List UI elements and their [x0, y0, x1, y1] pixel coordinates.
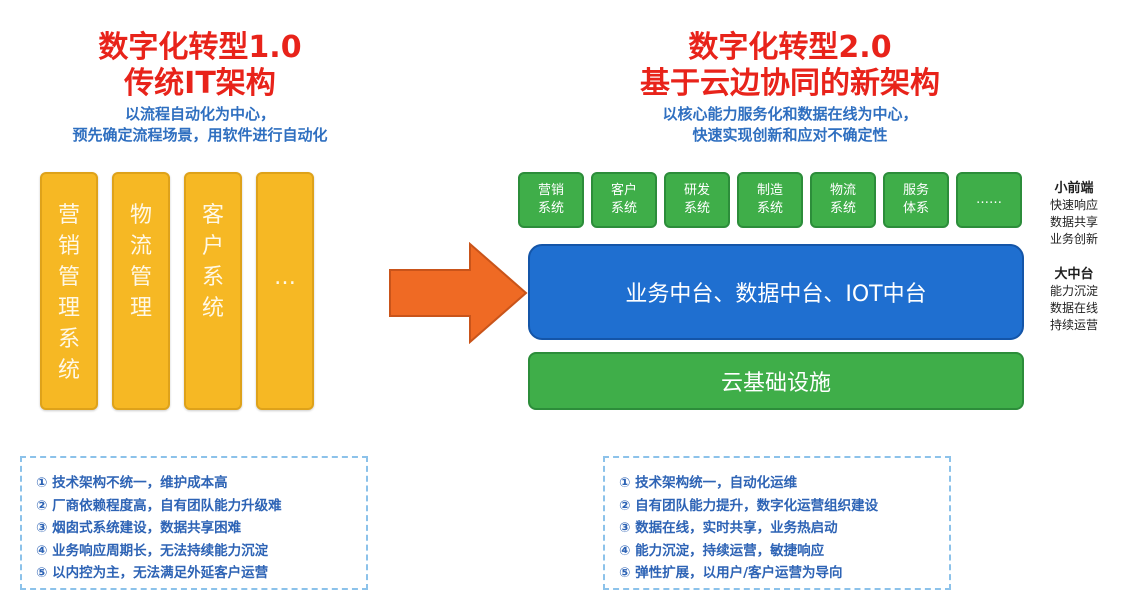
side-label-line: 持续运营 [1049, 318, 1098, 332]
front-system-label: 研发系统 [683, 183, 710, 216]
front-system-label: 营销系统 [537, 183, 564, 216]
right-subtitle-line2: 快速实现创新和应对不确定性 [692, 126, 888, 144]
side-label-title: 小前端 [1054, 181, 1094, 196]
front-system-label: 制造系统 [756, 183, 783, 216]
right-title-line1: 数字化转型2.0 [688, 30, 892, 65]
right-note-item: ④ 能力沉淀，持续运营，敏捷响应 [619, 542, 825, 559]
left-column-label: 营销管理系统 [57, 203, 80, 383]
left-note-item: ④ 业务响应周期长，无法持续能力沉淀 [36, 542, 269, 559]
cloud-infrastructure-label: 云基础设施 [720, 371, 831, 396]
left-column-customer: 客户系统 [184, 172, 242, 410]
front-system-manufacturing: 制造系统 [737, 172, 803, 228]
left-column-label: 客户系统 [201, 203, 224, 321]
left-note-item: ③ 烟囱式系统建设，数据共享困难 [36, 520, 242, 536]
right-note-item: ⑤ 弹性扩展，以用户/客户运营为导向 [619, 565, 843, 581]
left-column-more: … [256, 172, 314, 410]
left-title-line2: 传统IT架构 [124, 66, 276, 101]
side-label-line: 快速响应 [1049, 198, 1098, 212]
left-note-item: ② 厂商依赖程度高，自有团队能力升级难 [36, 497, 282, 514]
left-column-label: … [274, 265, 296, 290]
front-system-logistics: 物流系统 [810, 172, 876, 228]
right-title-line2: 基于云边协同的新架构 [640, 66, 940, 101]
side-label-line: 业务创新 [1049, 232, 1098, 246]
side-label-big-middle: 大中台 能力沉淀 数据在线 持续运营 [1034, 266, 1114, 334]
right-notes-box: ① 技术架构统一，自动化运维 ② 自有团队能力提升，数字化运营组织建设 ③ 数据… [603, 456, 951, 590]
side-label-title: 大中台 [1054, 267, 1094, 282]
front-system-label: 服务体系 [902, 183, 929, 216]
middle-platform-label: 业务中台、数据中台、IOT中台 [625, 282, 927, 307]
left-subtitle-line1: 以流程自动化为中心， [124, 105, 275, 123]
right-note-item: ② 自有团队能力提升，数字化运营组织建设 [619, 497, 879, 514]
right-note-item: ③ 数据在线，实时共享，业务热启动 [619, 520, 838, 536]
front-system-service: 服务体系 [883, 172, 949, 228]
left-note-item: ⑤ 以内控为主，无法满足外延客户运营 [36, 565, 269, 581]
left-column-marketing: 营销管理系统 [40, 172, 98, 410]
front-system-label: 客户系统 [610, 183, 637, 216]
side-label-line: 数据在线 [1049, 301, 1098, 315]
left-subtitle-line2: 预先确定流程场景，用软件进行自动化 [72, 126, 328, 144]
front-system-more: …… [956, 172, 1022, 228]
front-system-label: …… [976, 192, 1002, 207]
cloud-infrastructure-layer: 云基础设施 [528, 352, 1024, 410]
left-note-item: ① 技术架构不统一，维护成本高 [36, 475, 228, 491]
right-subtitle-line1: 以核心能力服务化和数据在线为中心， [662, 105, 918, 123]
right-note-item: ① 技术架构统一，自动化运维 [619, 475, 798, 491]
left-column-label: 物流管理 [129, 203, 152, 321]
side-label-small-front: 小前端 快速响应 数据共享 业务创新 [1034, 180, 1114, 248]
front-system-rnd: 研发系统 [664, 172, 730, 228]
left-column-logistics: 物流管理 [112, 172, 170, 410]
front-system-label: 物流系统 [829, 183, 856, 216]
right-arrow-icon [389, 242, 528, 344]
front-system-marketing: 营销系统 [518, 172, 584, 228]
left-title-line1: 数字化转型1.0 [98, 30, 302, 65]
side-label-line: 数据共享 [1049, 215, 1098, 229]
side-label-line: 能力沉淀 [1049, 284, 1098, 298]
left-notes-box: ① 技术架构不统一，维护成本高 ② 厂商依赖程度高，自有团队能力升级难 ③ 烟囱… [20, 456, 368, 590]
middle-platform-layer: 业务中台、数据中台、IOT中台 [528, 244, 1024, 340]
front-system-customer: 客户系统 [591, 172, 657, 228]
